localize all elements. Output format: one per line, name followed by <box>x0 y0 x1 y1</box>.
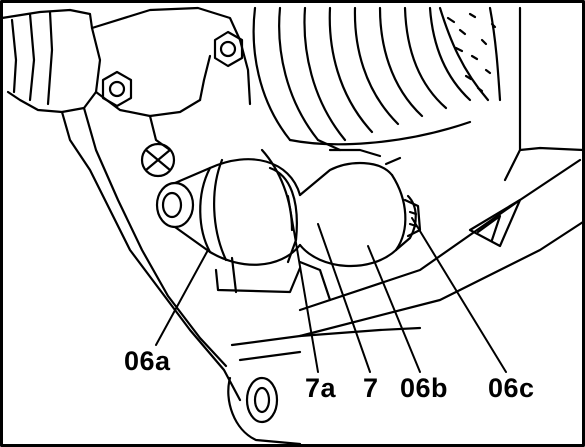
leader-7 <box>317 223 371 373</box>
callout-06c: 06c <box>488 373 535 403</box>
friction-surface <box>438 6 502 102</box>
callout-7a: 7a <box>305 373 337 403</box>
sensor-unit <box>155 148 417 302</box>
leader-lines <box>155 195 507 373</box>
callout-06a: 06a <box>124 346 171 376</box>
bolt-upper <box>213 30 244 68</box>
connector <box>403 198 422 238</box>
pulley-assembly <box>252 6 472 152</box>
casing-edge <box>503 6 522 182</box>
leader-06a <box>155 249 209 346</box>
lever-arm <box>298 146 585 338</box>
leader-7a <box>287 195 319 373</box>
callout-06b: 06b <box>400 373 449 403</box>
engine-housing <box>0 6 252 402</box>
leader-06b <box>367 245 421 373</box>
hub-cross <box>140 142 176 178</box>
leader-06c <box>411 217 507 373</box>
lower-bracket <box>227 326 422 446</box>
bolt-left <box>101 70 133 108</box>
callout-7: 7 <box>363 373 379 403</box>
